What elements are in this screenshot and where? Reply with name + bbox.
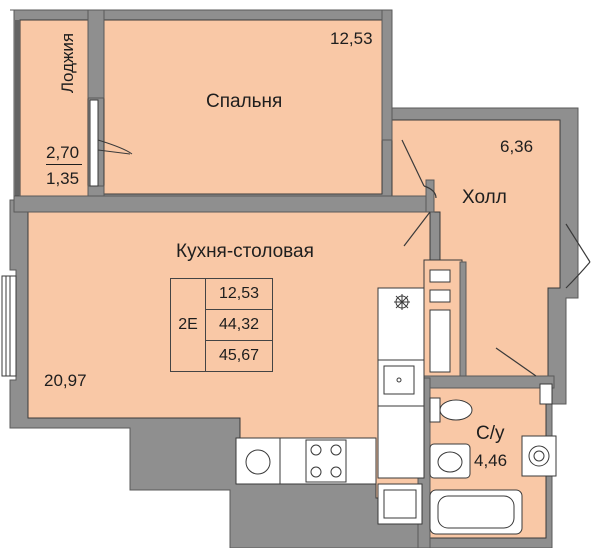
loggia-area-reduced: 1,35 (46, 169, 80, 188)
loggia-name: Лоджия (48, 18, 88, 108)
kitchen-area: 20,97 (44, 371, 87, 390)
bedroom-name: Спальня (206, 91, 283, 112)
living-area: 12,53 (205, 278, 273, 310)
entrance-door (565, 223, 591, 289)
bedroom-floor (103, 19, 383, 195)
apartment-code: 2Е (170, 278, 206, 372)
bathroom-area: 4,46 (474, 451, 508, 470)
kitchen-door (403, 211, 431, 247)
toilet (429, 397, 441, 423)
kitchen-window (1, 275, 17, 377)
loggia-fraction-line (46, 164, 82, 165)
loggia-name-text: Лоджия (58, 32, 77, 94)
kitchen-name: Кухня-столовая (176, 241, 314, 262)
area-summary-table: 2Е 12,53 44,32 45,67 (170, 278, 273, 372)
total-area: 44,32 (205, 309, 273, 341)
bedroom-door (401, 139, 437, 199)
loggia-area-total: 2,70 (46, 143, 80, 162)
kitchen-units (235, 287, 425, 525)
bathroom-name: С/у (476, 423, 505, 444)
bathroom-door (495, 347, 537, 377)
bedroom-area: 12,53 (330, 29, 373, 48)
bathroom-fixtures (429, 397, 557, 535)
loggia-glazing (15, 20, 19, 196)
hall-area: 6,36 (500, 137, 534, 156)
total-with-loggia: 45,67 (205, 340, 273, 372)
closet-shelves (429, 269, 553, 405)
hall-name: Холл (462, 187, 507, 208)
loggia-door (89, 99, 133, 187)
loggia-floor (19, 19, 89, 197)
